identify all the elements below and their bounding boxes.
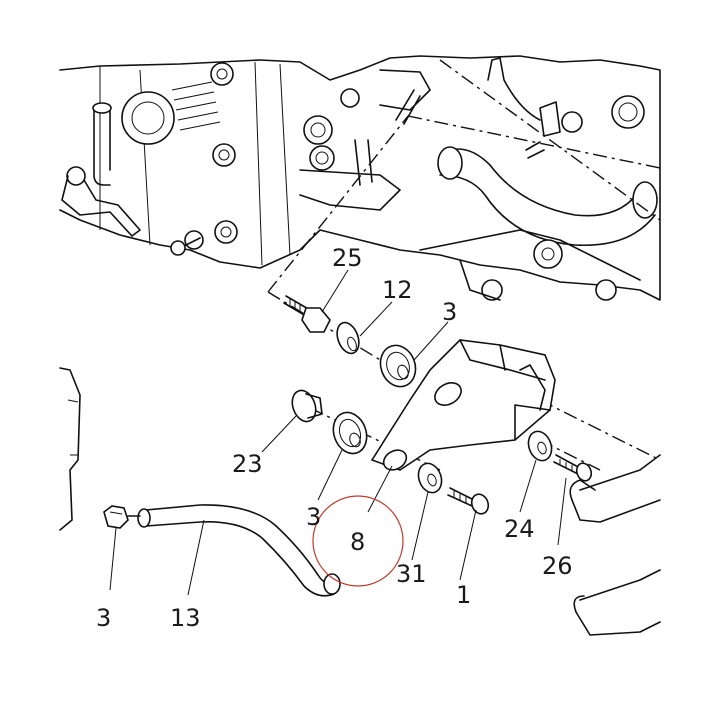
frame-right	[569, 454, 661, 636]
hose-13-icon	[137, 504, 341, 597]
callout-12: 12	[382, 276, 413, 304]
clamp-3-icon	[103, 505, 141, 529]
callout-8: 8	[350, 528, 365, 556]
callout-3-lower: 3	[306, 503, 321, 531]
washer-31-icon	[417, 462, 443, 494]
callout-26: 26	[542, 552, 573, 580]
callout-23: 23	[232, 450, 263, 478]
washer-23-icon	[291, 389, 323, 423]
bolt-26-icon	[553, 454, 593, 482]
callout-3-upper: 3	[442, 298, 457, 326]
leader-lines	[109, 269, 567, 596]
washer-12-icon	[336, 321, 360, 355]
callout-3-clamp: 3	[96, 604, 111, 632]
callout-labels: 25 12 3 23 3 8 24 26 31 1 3 13	[96, 244, 573, 632]
grommet-3-upper-icon	[379, 344, 417, 388]
callout-24: 24	[504, 515, 535, 543]
bracket-8-icon	[370, 339, 556, 471]
callout-31: 31	[396, 560, 427, 588]
frame-left	[59, 367, 81, 531]
bolt-25-icon	[283, 295, 331, 333]
callout-25: 25	[332, 244, 363, 272]
highlight-circle	[312, 495, 404, 587]
engine-block	[59, 55, 661, 301]
grommet-3-lower-icon	[332, 411, 368, 455]
callout-1: 1	[456, 581, 471, 609]
washer-24-icon	[527, 430, 553, 462]
bolt-1-icon	[447, 487, 490, 515]
callout-13: 13	[170, 604, 201, 632]
